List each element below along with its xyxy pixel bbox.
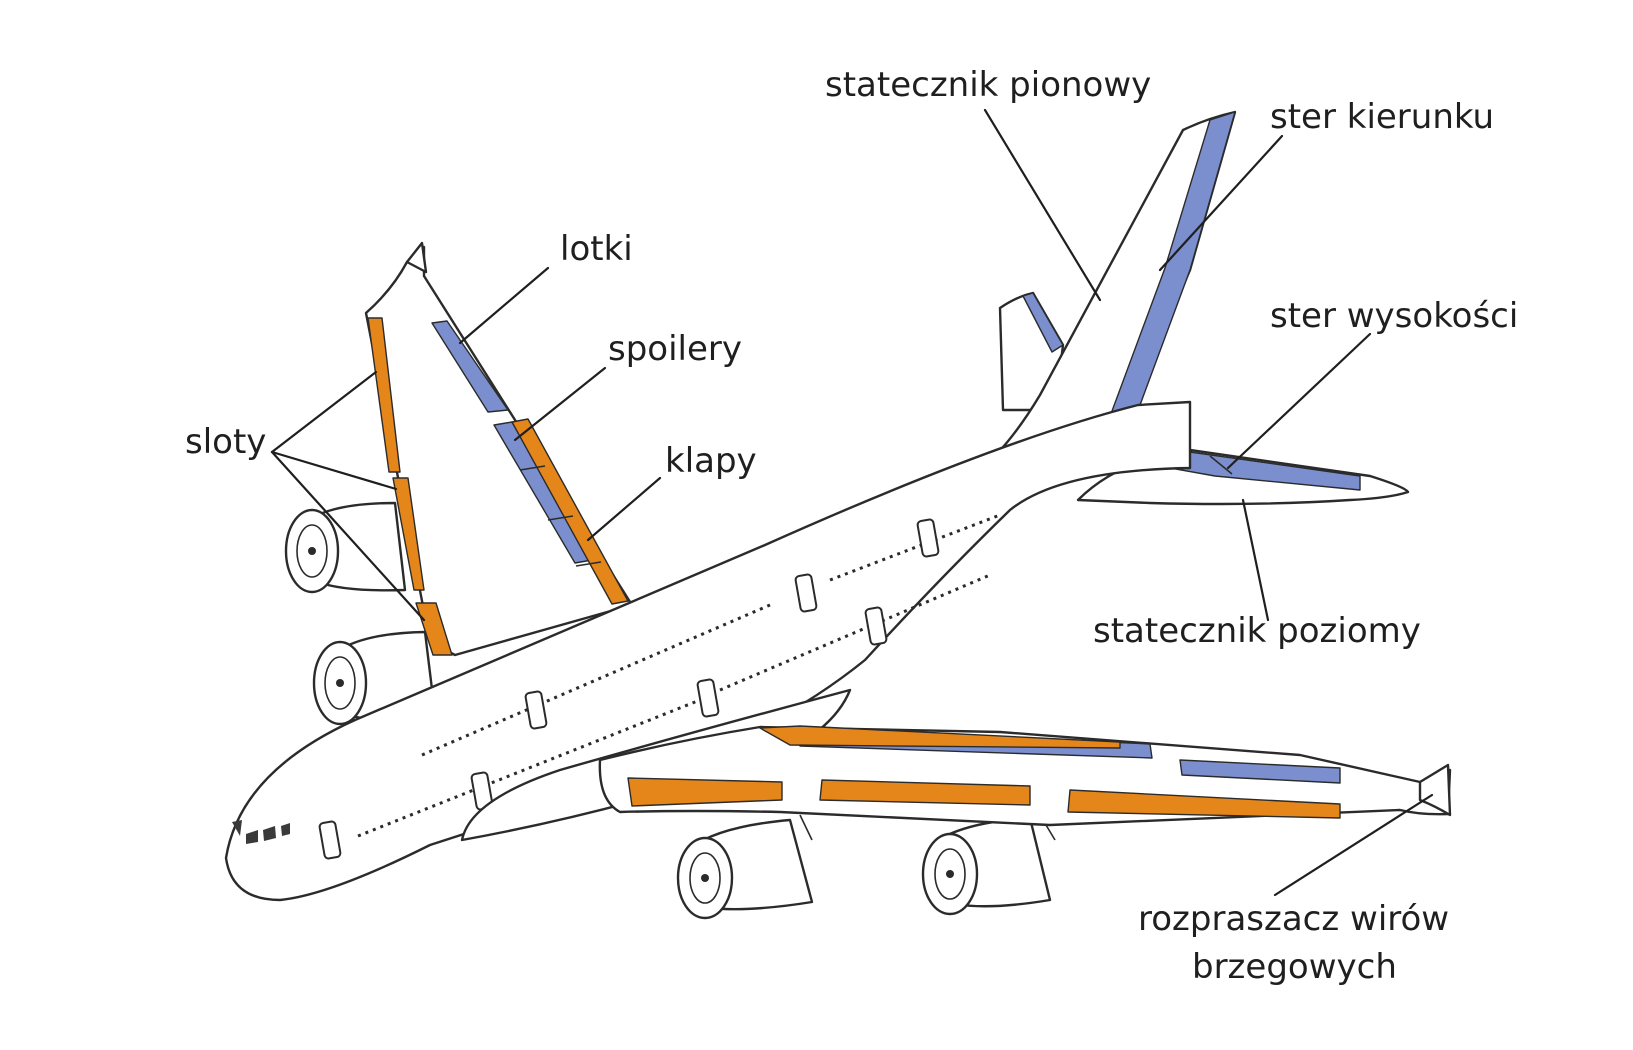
label-vertical-stabilizer: statecznik pionowy bbox=[825, 65, 1151, 105]
leader-vertical-stabilizer bbox=[983, 108, 1102, 302]
slat-far-2 bbox=[392, 477, 425, 591]
label-slats: sloty bbox=[185, 422, 266, 462]
leader-slats-3 bbox=[270, 450, 426, 622]
aileron-near bbox=[1179, 759, 1341, 784]
flap-far bbox=[511, 418, 629, 605]
label-winglet-line2: brzegowych bbox=[1192, 947, 1397, 987]
cockpit-windows bbox=[232, 820, 290, 844]
leader-winglet bbox=[1273, 793, 1434, 897]
label-spoilers: spoilery bbox=[608, 329, 742, 369]
leader-horizontal-stabilizer bbox=[1241, 498, 1270, 622]
label-ailerons: lotki bbox=[560, 229, 633, 269]
near-engine-inner bbox=[676, 814, 814, 920]
far-wing bbox=[364, 241, 634, 657]
door-5 bbox=[794, 573, 818, 613]
slat-far-1 bbox=[367, 317, 401, 473]
slat-far-3 bbox=[415, 602, 453, 656]
leader-spoilers bbox=[513, 366, 607, 442]
leader-lines bbox=[270, 108, 1434, 897]
label-winglet-line1: rozpraszacz wirów bbox=[1138, 899, 1449, 939]
flap-near-2 bbox=[819, 779, 1031, 806]
aileron-far bbox=[431, 320, 509, 413]
far-engine-outer bbox=[284, 501, 407, 594]
flap-near-1 bbox=[627, 777, 783, 807]
leader-slats-1 bbox=[270, 370, 378, 454]
flap-near-3 bbox=[1067, 789, 1341, 819]
near-winglet bbox=[1418, 763, 1452, 817]
near-wing bbox=[598, 725, 1452, 827]
leader-flaps bbox=[586, 476, 662, 542]
label-rudder: ster kierunku bbox=[1270, 97, 1494, 137]
leader-elevator bbox=[1226, 332, 1372, 470]
slat-near-leading bbox=[759, 725, 1121, 749]
window-row-lower-mid bbox=[719, 573, 991, 692]
far-wing-shape bbox=[364, 245, 634, 657]
leader-rudder bbox=[1158, 134, 1284, 272]
leader-ailerons bbox=[458, 266, 550, 345]
door-6 bbox=[864, 606, 888, 646]
near-engine-outer bbox=[921, 814, 1056, 916]
door-1 bbox=[318, 820, 342, 860]
label-flaps: klapy bbox=[665, 441, 757, 481]
door-7 bbox=[916, 518, 940, 558]
door-3 bbox=[524, 690, 548, 730]
label-elevator: ster wysokości bbox=[1270, 296, 1518, 336]
leader-slats-2 bbox=[270, 450, 398, 491]
fuselage-shape bbox=[224, 400, 1192, 902]
label-horizontal-stabilizer: statecznik poziomy bbox=[1093, 611, 1421, 651]
far-winglet bbox=[405, 241, 428, 274]
window-row-lower-front bbox=[357, 698, 701, 838]
door-4 bbox=[696, 678, 720, 718]
labels: statecznik pionowy ster kierunku lotki s… bbox=[185, 65, 1518, 987]
